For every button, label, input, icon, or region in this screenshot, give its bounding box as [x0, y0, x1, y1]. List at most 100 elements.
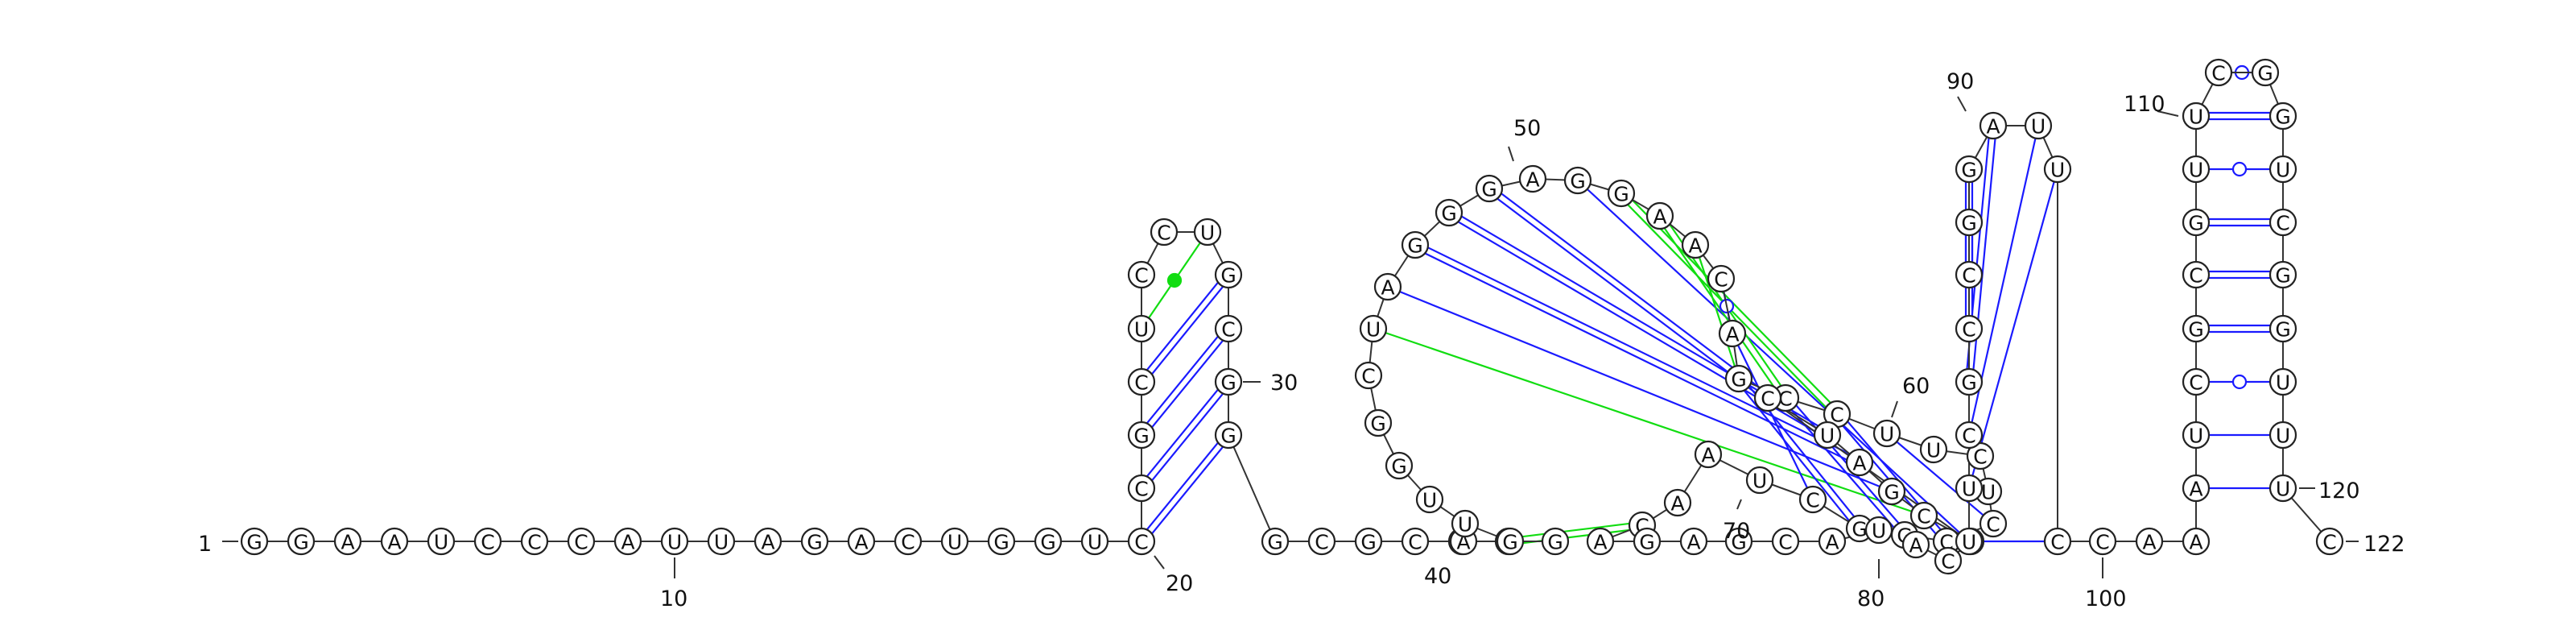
nucleotide-circle: [240, 527, 269, 556]
nucleotide-circle: [1496, 527, 1525, 556]
num-label-10: 10: [660, 586, 687, 611]
nucleotide-circle: [1813, 421, 1842, 450]
pair-line: [1138, 325, 1227, 434]
number-tick: [1508, 146, 1514, 162]
nucleotide-24: U: [1127, 314, 1156, 343]
nucleotide-96: G: [1955, 155, 1984, 184]
base-pair-52-89: [1577, 180, 1970, 542]
nucleotide-base: G: [1731, 531, 1746, 554]
nucleotide-57: A: [1718, 319, 1747, 348]
nucleotide-base: C: [1962, 264, 1975, 288]
nucleotide-69: C: [1798, 485, 1827, 514]
nucleotide-12: A: [753, 527, 782, 556]
nucleotide-base: G: [807, 531, 822, 554]
nucleotide-103: A: [2182, 527, 2211, 556]
nucleotide-circle: [1214, 421, 1243, 450]
nucleotide-circle: [1872, 419, 1901, 448]
nucleotide-circle: [1127, 421, 1156, 450]
nucleotide-base: U: [2189, 425, 2203, 448]
nucleotide-circle: [1586, 527, 1615, 556]
nucleotide-base: G: [1220, 371, 1236, 395]
nucleotide-circle: [1679, 527, 1708, 556]
nucleotide-80: U: [1864, 516, 1893, 545]
nucleotide-16: U: [940, 527, 969, 556]
nucleotide-circle: [1955, 474, 1984, 503]
base-pair-23-28: [1138, 271, 1232, 385]
nucleotide-base: U: [2031, 115, 2046, 139]
nucleotide-base: A: [854, 531, 868, 554]
nucleotide-base: U: [2276, 425, 2290, 448]
nucleotide-base: C: [1134, 478, 1148, 501]
nucleotide-base: G: [246, 531, 262, 554]
nucleotide-circle: [1718, 319, 1747, 348]
pair-symbol: [2231, 374, 2248, 390]
nucleotide-base: G: [1267, 531, 1282, 554]
nucleotide-circle: [1563, 166, 1592, 195]
nucleotide-circle: [940, 527, 969, 556]
base-pair-layer: [1138, 64, 2283, 546]
nucleotide-base: U: [1820, 425, 1835, 448]
nucleotide-circle: [1694, 440, 1723, 469]
nucleotide-circle: [1127, 367, 1156, 396]
nucleotide-circle: [1955, 527, 1984, 556]
base-pair-47-85: [1387, 285, 1893, 493]
nucleotide-circle: [660, 527, 689, 556]
nucleotide-circle: [2268, 367, 2297, 396]
nucleotide-circle: [2088, 527, 2117, 556]
nucleotide-circle: [1127, 527, 1156, 556]
nucleotide-base: U: [947, 531, 962, 554]
nucleotide-circle: [1633, 527, 1662, 556]
nucleotide-99: U: [2043, 155, 2072, 184]
nucleotide-113: G: [2251, 58, 2280, 87]
nucleotide-93: C: [1955, 314, 1984, 343]
nucleotide-circle: [1214, 260, 1243, 289]
nucleotide-base: U: [1088, 531, 1102, 554]
nucleotide-base: A: [1593, 531, 1607, 554]
nucleotide-circle: [1645, 201, 1674, 230]
nucleotide-100: C: [2043, 527, 2072, 556]
nucleotide-circle: [1771, 527, 1800, 556]
num-label-1: 1: [198, 532, 212, 557]
nucleotide-89: U: [1955, 527, 1984, 556]
nucleotide-base: C: [574, 531, 588, 554]
nucleotide-circle: [1845, 448, 1874, 477]
pair-line: [1143, 436, 1232, 545]
pair-line: [1143, 276, 1232, 385]
nucleotide-115: U: [2268, 155, 2297, 184]
nucleotide-base: G: [1961, 159, 1976, 182]
nucleotide-5: U: [427, 527, 456, 556]
nucleotide-base: U: [2050, 159, 2065, 182]
nucleotide-43: G: [1385, 451, 1414, 480]
nucleotide-14: A: [847, 527, 876, 556]
nucleotide-35: C: [1401, 527, 1430, 556]
nucleotide-65: C: [1979, 509, 2008, 538]
nucleotide-circle: [1955, 367, 1984, 396]
nucleotide-base: U: [2189, 106, 2203, 129]
nucleotide-base: A: [1986, 115, 2000, 139]
nucleotide-base: C: [2276, 212, 2289, 235]
nucleotide-circle: [1909, 501, 1938, 530]
nucleotide-base: C: [1962, 318, 1975, 342]
nucleotide-98: U: [2024, 111, 2053, 140]
pair-line: [1138, 379, 1227, 487]
nucleotide-circle: [1979, 111, 2008, 140]
nucleotide-circle: [2182, 155, 2211, 184]
nucleotide-46: U: [1359, 314, 1388, 343]
nucleotide-base: A: [387, 531, 401, 554]
nucleotide-116: C: [2268, 208, 2297, 237]
pair-line: [1694, 244, 1740, 379]
nucleotide-base: U: [1752, 470, 1767, 493]
nucleotide-circle: [1955, 314, 1984, 343]
nucleotide-95: G: [1955, 208, 1984, 237]
nucleotide-circle: [1127, 314, 1156, 343]
nucleotide-circle: [520, 527, 549, 556]
nucleotide-circle: [1955, 208, 1984, 237]
pair-line: [1143, 329, 1232, 438]
nucleotide-92: G: [1955, 367, 1984, 396]
nucleotide-circle: [800, 527, 829, 556]
nucleotide-circle: [1724, 364, 1753, 393]
nucleotide-circle: [1214, 367, 1243, 396]
nucleotide-base: A: [1653, 205, 1666, 229]
base-pair-22-29: [1138, 325, 1232, 438]
